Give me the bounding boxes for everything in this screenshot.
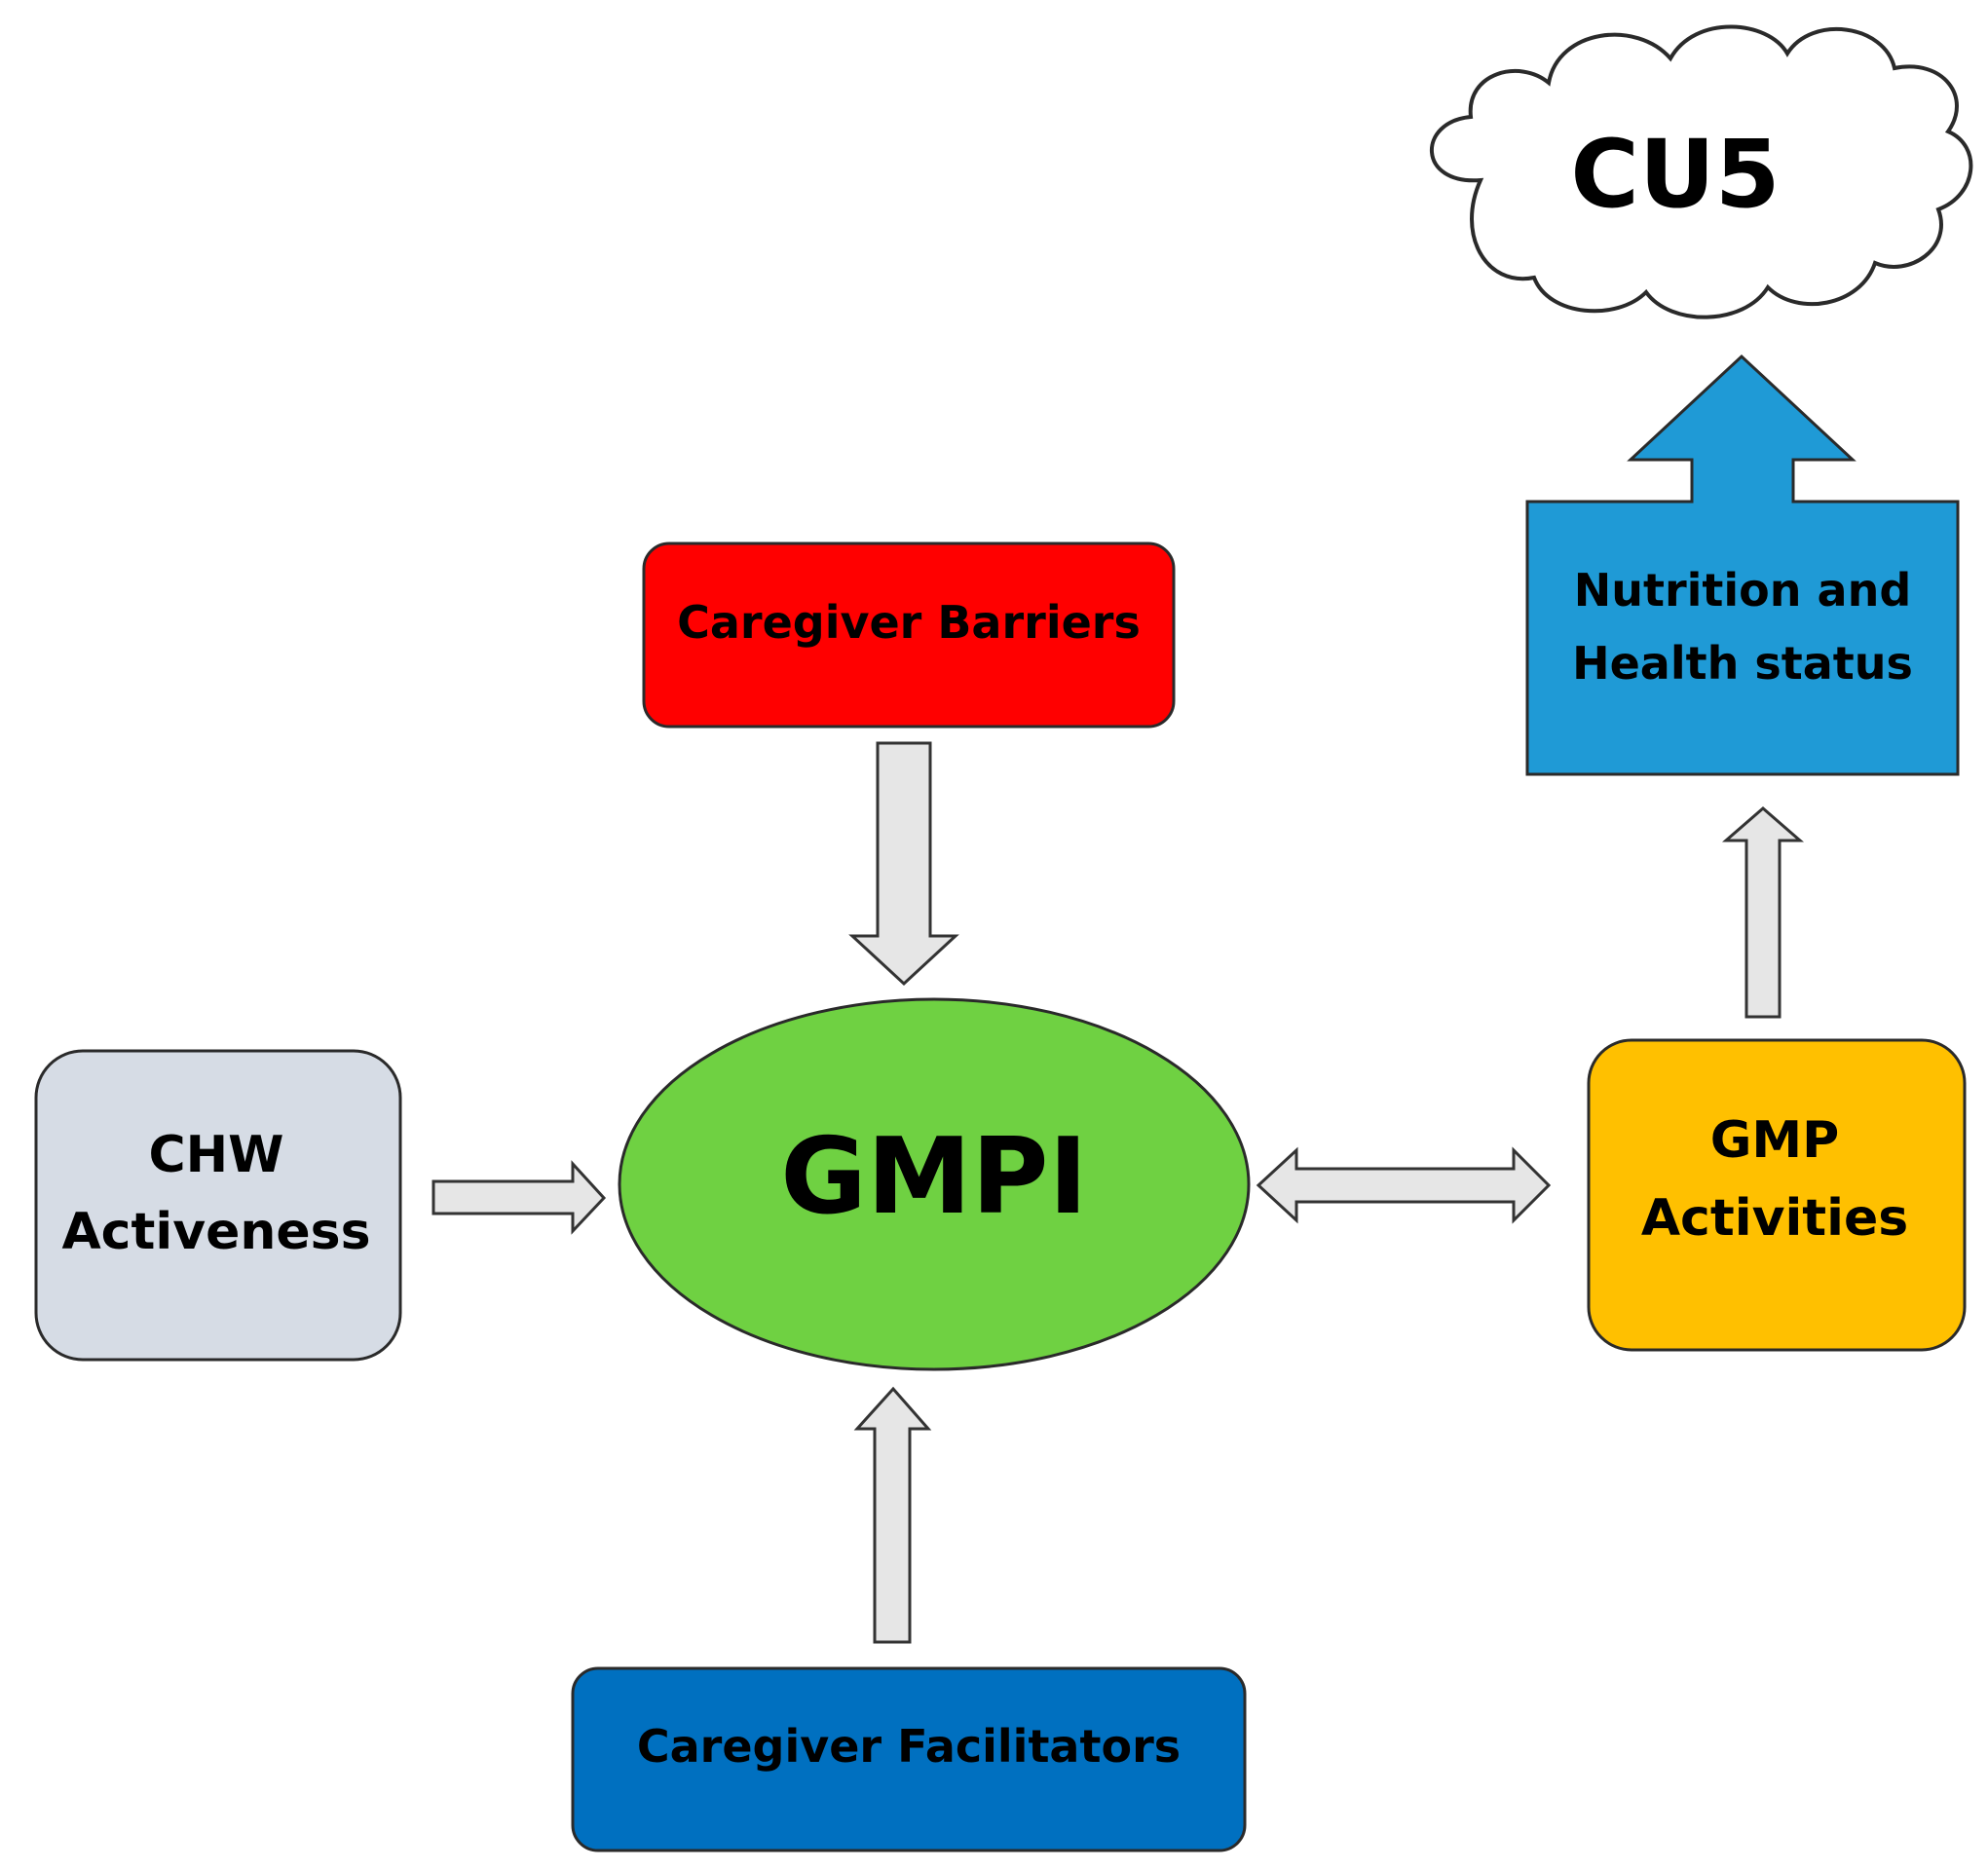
caregiver-facilitators-label: Caregiver Facilitators xyxy=(637,1720,1181,1773)
caregiver-facilitators-box xyxy=(571,1666,1247,1852)
gmp-activities-box xyxy=(1587,1038,1967,1352)
cu5-cloud: CU5 xyxy=(1430,24,1973,319)
chw-activeness-box xyxy=(34,1049,402,1362)
gmpi-ellipse xyxy=(618,997,1251,1371)
gmpi-label: GMPI xyxy=(780,1116,1087,1238)
nutrition-label-line1: Nutrition and xyxy=(1574,564,1912,617)
arrow-gmpi-gmp-bidirectional xyxy=(1256,1146,1552,1224)
cloud-shape xyxy=(1430,24,1973,319)
caregiver-barriers-box xyxy=(642,542,1176,729)
cu5-label: CU5 xyxy=(1570,120,1780,229)
caregiver-facilitators-node: Caregiver Facilitators xyxy=(571,1666,1247,1852)
chw-activeness-node: CHW Activeness xyxy=(34,1049,402,1362)
arrow-gmp-to-nutrition xyxy=(1721,806,1805,1019)
chw-label-line2: Activeness xyxy=(61,1203,370,1261)
caregiver-barriers-label: Caregiver Barriers xyxy=(677,596,1141,649)
gmp-activities-node: GMP Activities xyxy=(1587,1038,1967,1352)
chw-label-line1: CHW xyxy=(148,1126,283,1184)
arrow-barriers-to-gmpi xyxy=(848,741,959,987)
caregiver-barriers-node: Caregiver Barriers xyxy=(642,542,1176,729)
gmp-label-line1: GMP xyxy=(1710,1111,1840,1170)
gmp-label-line2: Activities xyxy=(1641,1189,1908,1248)
nutrition-callout-shape xyxy=(1525,354,1960,776)
arrow-chw-to-gmpi xyxy=(431,1160,607,1235)
nutrition-health-node: Nutrition and Health status xyxy=(1525,354,1960,776)
arrow-facilitators-to-gmpi xyxy=(853,1386,932,1644)
nutrition-label-line2: Health status xyxy=(1572,637,1913,690)
gmpi-node: GMPI xyxy=(618,997,1251,1371)
